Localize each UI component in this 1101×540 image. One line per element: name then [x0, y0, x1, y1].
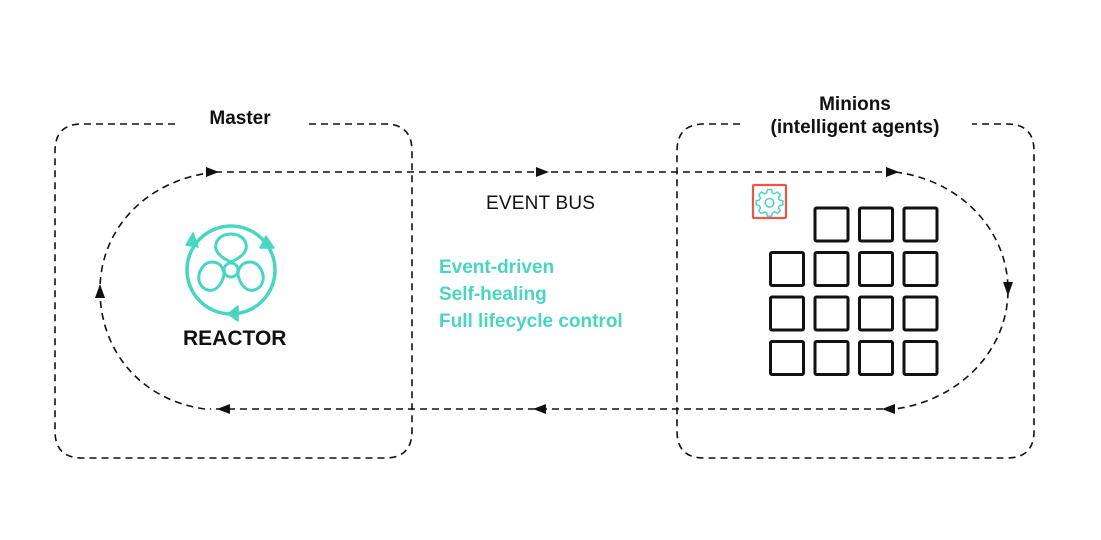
minion-agent[interactable] — [902, 251, 939, 287]
agent-grid — [769, 206, 939, 376]
minion-agent[interactable] — [858, 340, 894, 376]
master-title: Master — [209, 108, 271, 129]
feature-item: Event-driven — [439, 257, 555, 278]
minion-agent[interactable] — [858, 251, 894, 287]
master-container — [54, 123, 413, 459]
minions-container — [676, 123, 1035, 459]
minions-title-line2: (intelligent agents) — [770, 117, 940, 138]
arrowhead-bottom-right — [882, 404, 895, 414]
minion-agent[interactable] — [813, 251, 850, 287]
arrowhead-top-left — [206, 167, 219, 177]
minion-agent[interactable] — [769, 295, 805, 332]
minion-agent[interactable] — [902, 340, 939, 376]
feature-item: Self-healing — [439, 284, 547, 305]
arrowhead-right-down — [1003, 282, 1013, 296]
arrowhead-bottom-left — [217, 404, 230, 414]
minion-agent[interactable] — [858, 295, 894, 332]
minions-title-line1: Minions — [819, 94, 891, 115]
feature-item: Full lifecycle control — [439, 311, 623, 332]
arrowhead-top-right — [886, 167, 899, 177]
event-bus-left-arc — [99, 171, 216, 410]
arrowhead-bottom-middle — [533, 404, 546, 414]
gear-icon — [755, 188, 784, 217]
reactor-label: REACTOR — [183, 327, 287, 350]
minion-agent[interactable] — [902, 295, 939, 332]
event-bus-label: EVENT BUS — [486, 193, 596, 214]
selected-agent-highlight[interactable] — [751, 183, 788, 220]
arrowhead-top-middle — [536, 167, 549, 177]
arrowhead-left-up — [95, 284, 105, 298]
minions-title: Minions (intelligent agents) — [740, 93, 970, 139]
minion-agent[interactable] — [769, 251, 805, 287]
minion-agent[interactable] — [813, 295, 850, 332]
minion-agent[interactable] — [813, 206, 850, 243]
minion-agent[interactable] — [902, 206, 939, 243]
reactor-fan-icon — [185, 224, 277, 322]
minion-agent[interactable] — [858, 206, 894, 243]
feature-list: Event-driven Self-healing Full lifecycle… — [439, 254, 623, 335]
minion-agent[interactable] — [769, 340, 805, 376]
minion-agent[interactable] — [813, 340, 850, 376]
